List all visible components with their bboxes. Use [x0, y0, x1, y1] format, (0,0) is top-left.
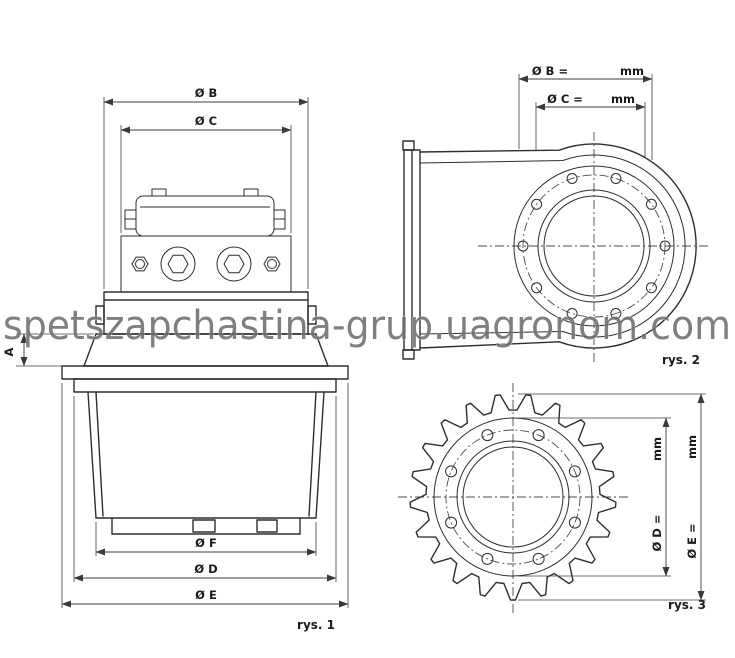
- dim-unit-d3: mm: [650, 437, 664, 461]
- dim-label-d: Ø D: [194, 562, 217, 576]
- dim-label-f: Ø F: [195, 536, 217, 550]
- port-plug-right: [216, 246, 252, 282]
- hex-bolt-right: [263, 256, 281, 272]
- dim-label-e3: Ø E =: [685, 523, 699, 558]
- dim-unit-b2: mm: [620, 64, 644, 78]
- fig3-extension-lines: [518, 393, 706, 601]
- dim-label-d3: Ø D =: [650, 515, 664, 552]
- fig1-valve-block: [120, 235, 292, 293]
- fig3-bolt-holes: [445, 429, 581, 565]
- fig3-dimensions: mm Ø D = mm Ø E =: [518, 393, 706, 601]
- sprocket-view: mm Ø D = mm Ø E = rys. 3: [398, 383, 706, 613]
- dim-label-e: Ø E: [195, 588, 217, 602]
- dim-label-b: Ø B: [195, 86, 218, 100]
- fig1-top-cover: [124, 188, 286, 237]
- watermark: spetszapchastina-grup.uagronom.com: [3, 303, 731, 349]
- fig2-flange-face: [513, 165, 675, 327]
- fig3-caption: rys. 3: [668, 598, 706, 612]
- fig3-center-crosshair: [398, 383, 628, 613]
- sprocket-teeth: [409, 394, 617, 601]
- port-plug-left: [160, 246, 196, 282]
- fig2-extension-lines: [518, 74, 653, 160]
- final-drive-front-view: Ø B Ø C A Ø F Ø D Ø E rys. 1: [2, 86, 349, 632]
- fig2-bolt-holes: [517, 173, 671, 319]
- fig1-housing: [61, 291, 349, 535]
- hex-bolt-left: [131, 256, 149, 272]
- fig2-dimensions: Ø B = mm Ø C = mm: [518, 64, 653, 160]
- fig3-hub: [433, 417, 593, 577]
- fig2-caption: rys. 2: [662, 353, 700, 367]
- fig2-bolt-circle: [522, 174, 666, 318]
- fig1-dimensions: Ø B Ø C A Ø F Ø D Ø E: [2, 86, 349, 608]
- dim-label-a: A: [2, 347, 16, 356]
- dim-unit-c2: mm: [611, 92, 635, 106]
- dim-label-c2: Ø C =: [547, 92, 583, 106]
- fig3-bolt-circle: [445, 429, 581, 565]
- fig2-body: [402, 140, 697, 360]
- fig1-extension-lines: [16, 97, 349, 608]
- fig1-caption: rys. 1: [297, 618, 335, 632]
- dim-unit-e3: mm: [685, 435, 699, 459]
- dim-label-c: Ø C: [195, 114, 217, 128]
- dim-label-b2: Ø B =: [532, 64, 568, 78]
- final-drive-side-view: Ø B = mm Ø C = mm rys. 2: [402, 64, 708, 367]
